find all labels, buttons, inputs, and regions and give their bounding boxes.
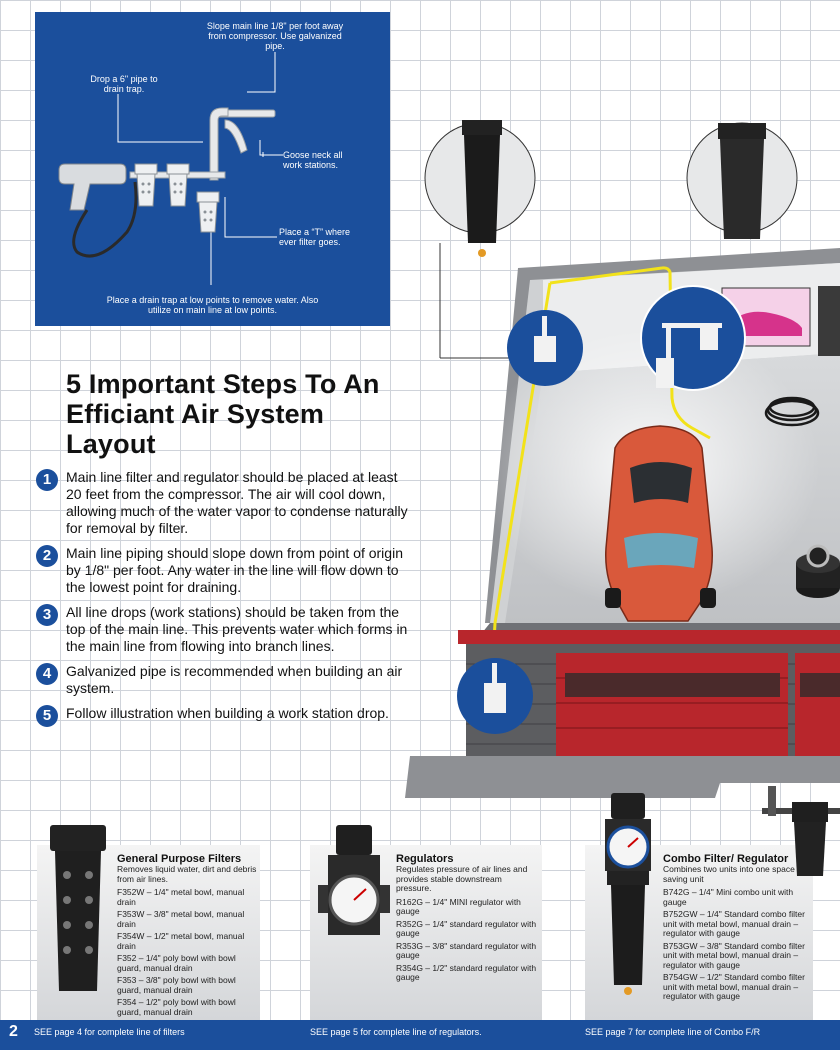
step-item: 4 Galvanized pipe is recommended when bu… [36,663,408,697]
page-title: 5 Important Steps To An Efficiant Air Sy… [66,369,380,459]
combo-model-item: B754GW – 1/2" Standard combo filter unit… [663,972,805,1001]
regulators-description: Regulates pressure of air lines and prov… [396,864,528,893]
filter-callout-circle [424,120,536,257]
air-tool-icon [58,163,138,258]
step-number-badge: 2 [36,545,58,567]
step-number-badge: 4 [36,663,58,685]
combo-title: Combo Filter/ Regulator [663,853,789,865]
step-item: 3 All line drops (work stations) should … [36,604,408,655]
combo-description: Combines two units into one space saving… [663,864,795,884]
filters-product-box: General Purpose Filters Removes liquid w… [37,825,260,1020]
hose-coil-icon [764,396,820,427]
combo-model-item: B753GW – 3/8" Standard combo filter unit… [663,940,805,970]
tire-stack-icon [796,544,840,598]
label-drop: Drop a 6" pipe to drain trap. [90,74,158,94]
footer-filters-note: SEE page 4 for complete line of filters [34,1027,185,1037]
building-facade [458,630,840,644]
red-car-illustration [605,425,716,622]
steps-list: 1 Main line filter and regulator should … [36,469,408,735]
filters-model-item: F352W – 1/4" metal bowl, manual drain [117,887,245,907]
filters-description: Removes liquid water, dirt and debris fr… [117,864,257,884]
footer-bar: 2 SEE page 4 for complete line of filter… [0,1020,840,1050]
step-text: Follow illustration when building a work… [66,705,389,721]
step-item: 1 Main line filter and regulator should … [36,469,408,537]
regulators-model-item: R352G – 1/4" standard regulator with gau… [396,918,537,938]
drop-callout-circle [457,658,533,734]
drop-callout-circle [507,310,583,386]
combo-model-item: B752GW – 1/4" Standard combo filter unit… [663,909,805,938]
step-text: Main line filter and regulator should be… [66,469,408,536]
step-item: 5 Follow illustration when building a wo… [36,705,408,727]
combo-model-item: B742G – 1/4" Mini combo unit with gauge [663,887,794,907]
step-text: Main line piping should slope down from … [66,545,403,595]
step-item: 2 Main line piping should slope down fro… [36,545,408,596]
regulators-title: Regulators [396,853,454,865]
footer-combo-note: SEE page 7 for complete line of Combo F/… [585,1027,761,1037]
air-drop-diagram [58,52,283,285]
filter-product-image [50,825,106,991]
filters-model-item: F354W – 1/2" metal bowl, manual drain [117,931,245,951]
regulators-model-item: R162G – 1/4" MINI regulator with gauge [396,896,521,916]
filter-callout-circle [686,122,798,239]
filters-model-item: F353 – 3/8" poly bowl with bowl guard, m… [117,975,236,995]
label-goose-neck: Goose neck all work stations. [283,150,343,170]
filters-model-item: F354 – 1/2" poly bowl with bowl guard, m… [117,997,236,1017]
garage-door [556,653,788,762]
regulators-product-box: Regulators Regulates pressure of air lin… [310,825,542,1020]
step-number-badge: 5 [36,705,58,727]
filters-model-item: F352 – 1/4" poly bowl with bowl guard, m… [117,953,236,973]
step-number-badge: 1 [36,469,58,491]
filters-model-item: F353W – 3/8" metal bowl, manual drain [117,909,245,929]
filters-title: General Purpose Filters [117,853,242,865]
label-tee: Place a “T” where ever filter goes. [279,227,351,247]
wall-unit-image [762,786,840,876]
step-text: Galvanized pipe is recommended when buil… [66,663,403,696]
regulators-model-item: R354G – 1/2" standard regulator with gau… [396,962,537,982]
combo-product-image [605,793,651,995]
regulator-product-image [318,825,390,935]
garage-illustration [405,120,840,798]
station-callout-circle [640,285,746,391]
combo-product-box: Combo Filter/ Regulator Combines two uni… [585,793,813,1020]
page-number: 2 [9,1023,18,1040]
diagram-panel: Slope main line 1/8" per foot away from … [35,12,390,326]
step-text: All line drops (work stations) should be… [66,604,408,654]
label-drain-trap: Place a drain trap at low points to remo… [106,295,319,315]
step-number-badge: 3 [36,604,58,626]
regulators-model-item: R353G – 3/8" standard regulator with gau… [396,940,537,960]
label-slope: Slope main line 1/8" per foot away from … [206,21,344,51]
footer-regulators-note: SEE page 5 for complete line of regulato… [310,1027,482,1037]
